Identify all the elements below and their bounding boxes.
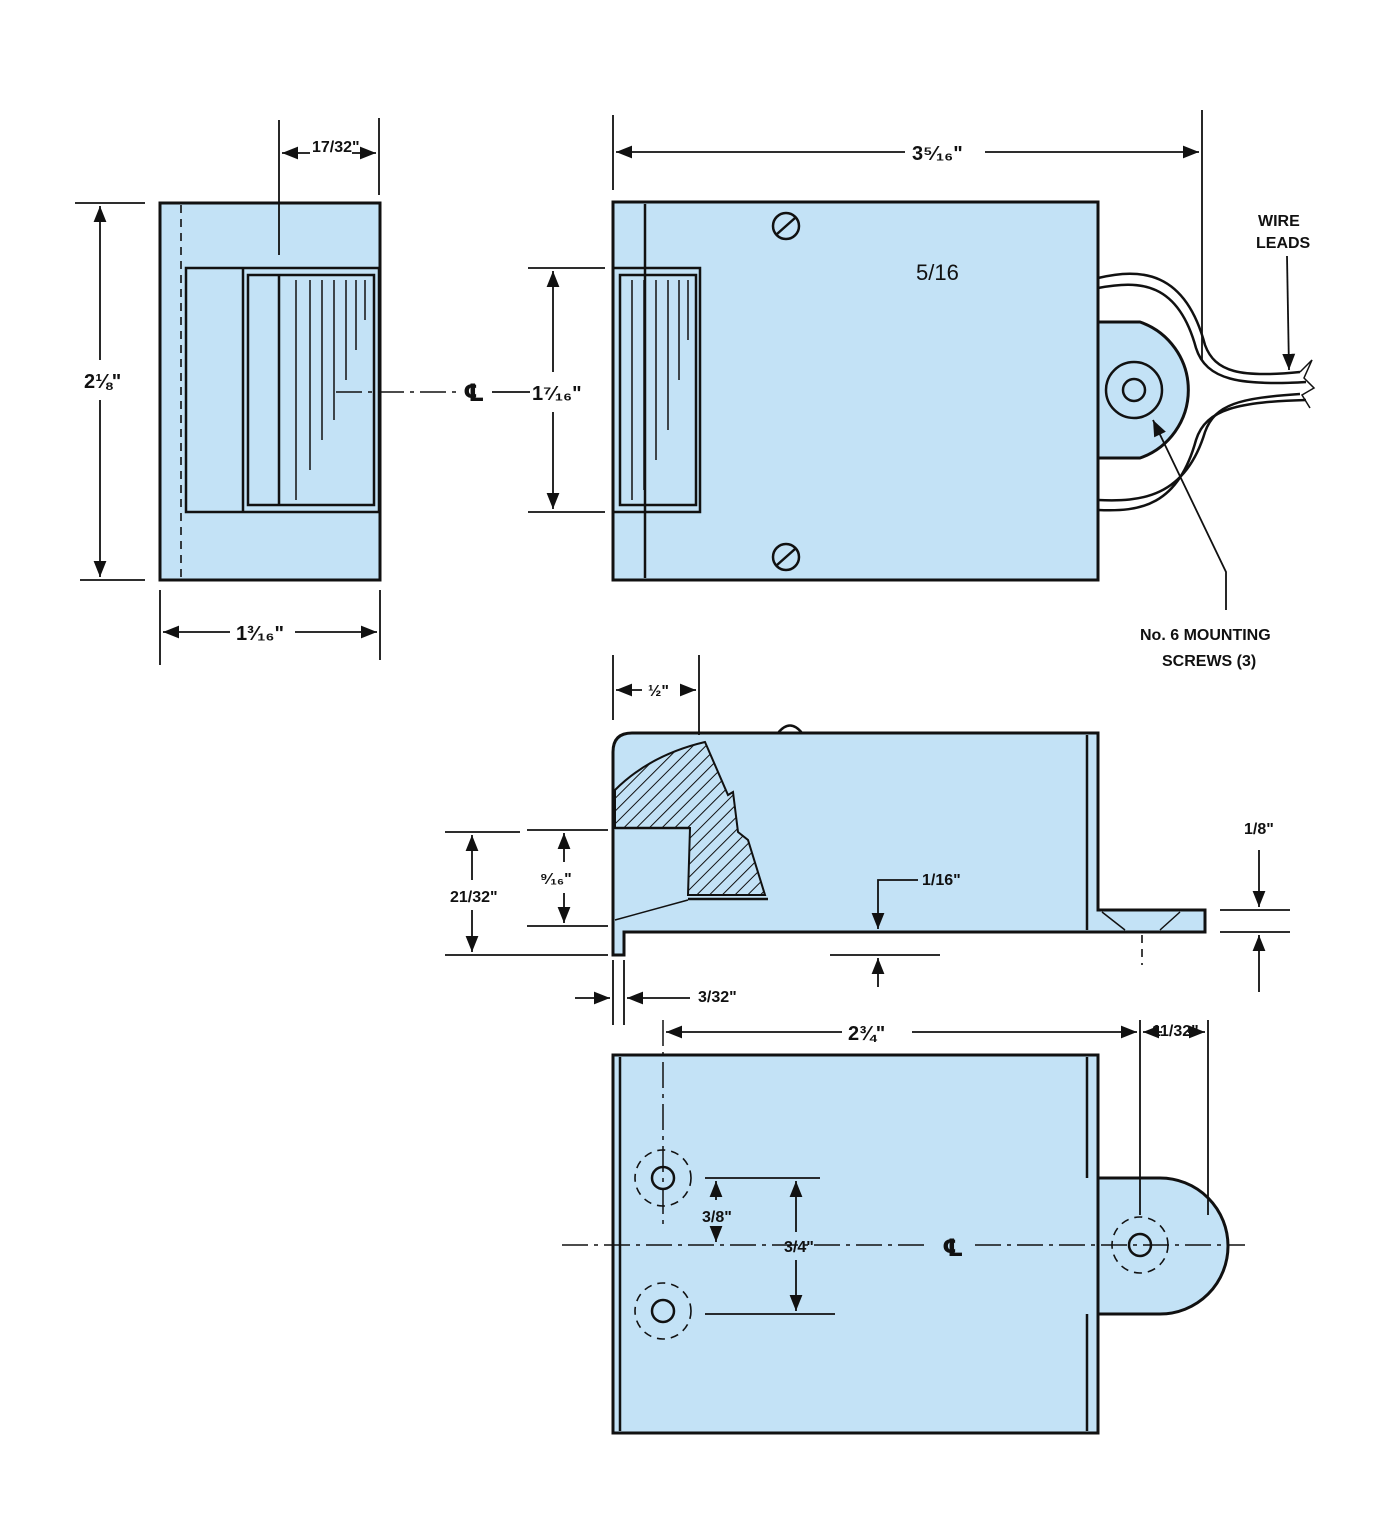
base-thickness-label: 1/16" [922,872,961,889]
hole-spacing-label: 2¾" [848,1023,885,1045]
overall-side-height-label: 21/32" [450,889,498,906]
wire-leads-label-1: WIRE [1258,213,1300,230]
slot-depth-label: ⁹⁄₁₆" [540,871,572,888]
top-width-label: 17/32" [312,139,360,156]
wall-thickness-label: 3/32" [698,989,737,1006]
grain-lines [295,280,366,500]
wire-leads [1097,272,1316,512]
plan-view: 5/16 ℄ 1⁷⁄₁₆" 3⁵⁄₁₆" WIRE LEADS No. 6 MO… [336,110,1316,670]
front-width-label: 1³⁄₁₆" [236,623,284,645]
centerline-symbol: ℄ [942,1234,964,1262]
mounting-hole-icon [1111,1216,1169,1274]
hole-offset-large-label: 3/4" [784,1239,814,1256]
wire-leads-label-2: LEADS [1256,235,1311,252]
tab-hole-hidden [1101,911,1181,965]
grain-lines [631,280,689,500]
bottom-view: ℄ 2¾" 11/32" 3/8" 3/4" [562,1020,1245,1435]
mounting-hole-icon [1104,360,1164,420]
mounting-hole-icon [634,1282,692,1340]
tab-offset-label: 11/32" [1152,1023,1199,1040]
lip-width-label: ½" [648,683,669,700]
front-height-label: 2⅛" [84,371,121,393]
mounting-hole-icon [634,1149,692,1207]
side-section-view: ½" ⁹⁄₁₆" 21/32" 1/16" 1/8" 3/32" [445,655,1290,1025]
screw-icon [771,211,801,241]
centerline-symbol: ℄ [463,379,485,407]
screw-icon [771,542,801,572]
plate-note-label: 5/16 [916,260,959,285]
inner-height-label: 1⁷⁄₁₆" [532,383,582,405]
hole-offset-small-label: 3/8" [702,1209,732,1226]
flange-thickness-label: 1/8" [1244,821,1274,838]
overall-length-label: 3⁵⁄₁₆" [912,143,963,165]
screws-label-1: No. 6 MOUNTING [1140,627,1271,644]
end-view: 17/32" 2⅛" 1³⁄₁₆" [75,118,382,665]
screws-label-2: SCREWS (3) [1162,653,1256,670]
